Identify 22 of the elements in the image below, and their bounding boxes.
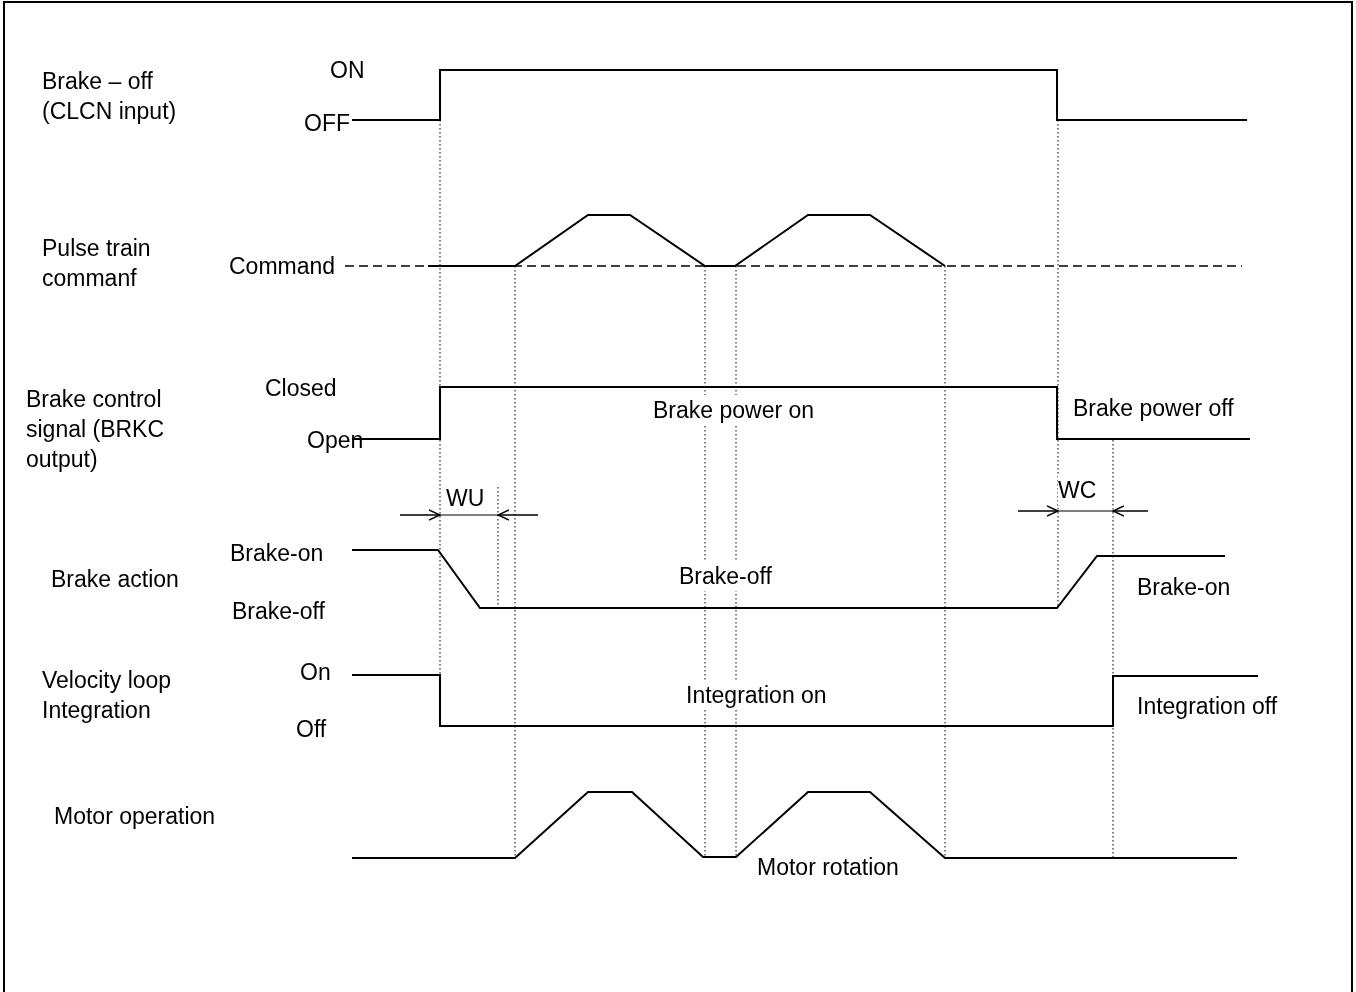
level-label: Brake-on <box>230 539 324 568</box>
state-label: Integration on <box>686 680 827 710</box>
timing-label: WU <box>446 484 485 513</box>
level-label: Brake-off <box>232 597 325 626</box>
state-label: Motor rotation <box>757 853 899 882</box>
state-label: Brake-off <box>679 561 772 591</box>
level-label: Closed <box>265 374 337 403</box>
state-label: Brake-on <box>1137 573 1231 602</box>
level-label: Open <box>307 426 364 455</box>
state-label: Brake power on <box>653 395 815 425</box>
level-label: Off <box>296 715 327 744</box>
state-label: Brake power off <box>1073 394 1234 423</box>
state-label: Integration off <box>1137 692 1278 721</box>
signal-name: Motor operation <box>54 802 216 831</box>
signal-name: Brake – off (CLCN input) <box>42 67 178 126</box>
level-label: ON <box>330 56 365 85</box>
signal-name: Velocity loop Integration <box>42 666 173 725</box>
signal-name: Pulse train commanf <box>42 234 152 293</box>
signal-name: Brake control signal (BRKC output) <box>26 385 166 474</box>
timing-label: WC <box>1058 475 1097 505</box>
signal-name: Brake action <box>51 565 179 594</box>
level-label: On <box>300 658 331 687</box>
